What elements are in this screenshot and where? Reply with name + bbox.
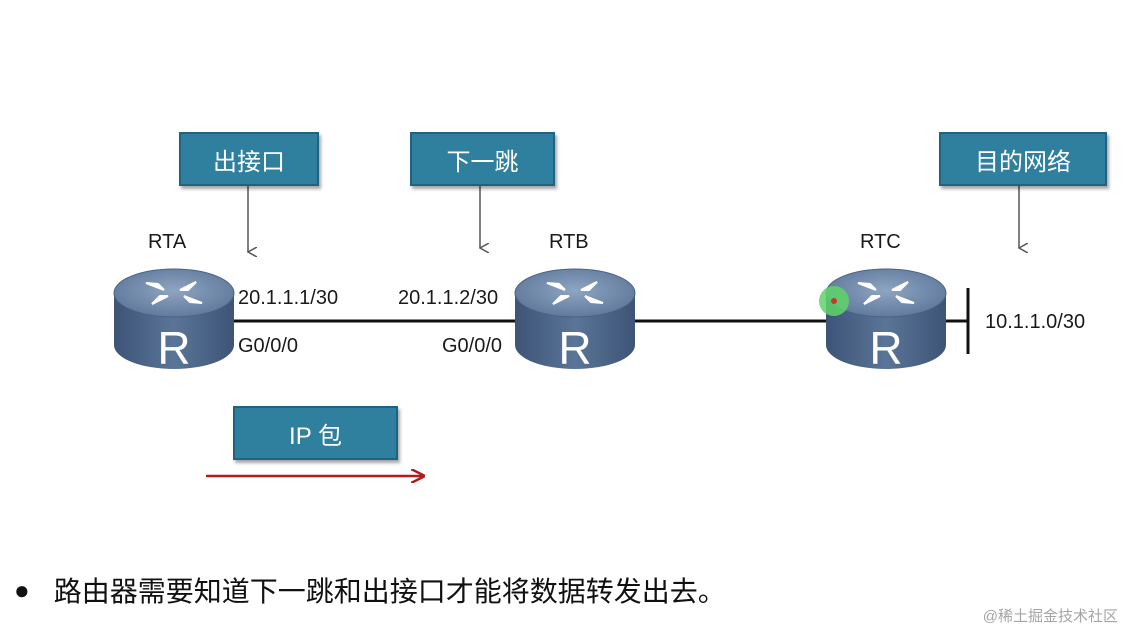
router-rtb-icon: R bbox=[514, 268, 636, 374]
label-dest-network: 目的网络 bbox=[939, 132, 1107, 186]
router-rta-icon: R bbox=[113, 268, 235, 374]
router-rtb-glyph: R bbox=[558, 322, 591, 374]
router-rtc-name: RTC bbox=[860, 231, 901, 253]
rtb-interface: G0/0/0 bbox=[442, 335, 503, 357]
label-ip-packet: IP 包 bbox=[233, 406, 398, 460]
router-rta-name: RTA bbox=[148, 231, 187, 253]
bullet-text: 路由器需要知道下一跳和出接口才能将数据转发出去。 bbox=[53, 576, 726, 607]
router-rtc-glyph: R bbox=[869, 322, 902, 374]
bullet-point: ● 路由器需要知道下一跳和出接口才能将数据转发出去。 bbox=[14, 570, 726, 610]
router-rta-glyph: R bbox=[157, 322, 190, 374]
rta-interface: G0/0/0 bbox=[238, 335, 299, 357]
dest-network-address: 10.1.1.0/30 bbox=[985, 311, 1086, 333]
label-out-interface: 出接口 bbox=[179, 132, 319, 186]
router-rtc-icon: R bbox=[825, 268, 947, 374]
bullet-icon: ● bbox=[14, 574, 30, 605]
cursor-dot bbox=[831, 298, 837, 304]
rtb-ip-address: 20.1.1.2/30 bbox=[398, 287, 499, 309]
label-next-hop: 下一跳 bbox=[410, 132, 555, 186]
router-rtb-name: RTB bbox=[549, 231, 589, 253]
watermark: @稀土掘金技术社区 bbox=[982, 608, 1118, 625]
rta-ip-address: 20.1.1.1/30 bbox=[238, 287, 339, 309]
